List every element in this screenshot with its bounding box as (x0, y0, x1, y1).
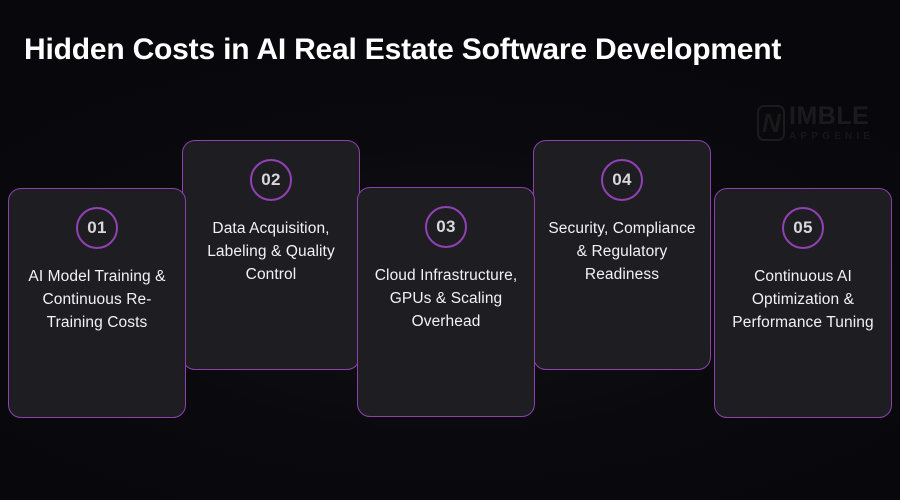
card-label: Continuous AI Optimization & Performance… (732, 268, 874, 331)
cost-card-05: 05 Continuous AI Optimization & Performa… (714, 188, 892, 418)
card-number-badge: 01 (76, 207, 118, 249)
card-label: AI Model Training & Continuous Re-Traini… (28, 268, 166, 331)
card-number-badge: 04 (601, 159, 643, 201)
logo-frame-shape (757, 105, 785, 141)
watermark-text-group: IMBLE APPGENIE (789, 101, 875, 143)
card-label: Cloud Infrastructure, GPUs & Scaling Ove… (374, 267, 518, 330)
card-number-badge: 02 (250, 159, 292, 201)
nimble-logo-icon: N (757, 103, 787, 143)
cost-card-03: 03 Cloud Infrastructure, GPUs & Scaling … (357, 187, 535, 417)
cost-card-01: 01 AI Model Training & Continuous Re-Tra… (8, 188, 186, 418)
card-number-badge: 03 (425, 206, 467, 248)
card-label: Security, Compliance & Regulatory Readin… (548, 220, 696, 283)
card-label: Data Acquisition, Labeling & Quality Con… (207, 220, 335, 283)
brand-watermark: N IMBLE APPGENIE (757, 100, 875, 146)
card-number-badge: 05 (782, 207, 824, 249)
logo-letter-n: N (762, 108, 781, 138)
cost-card-04: 04 Security, Compliance & Regulatory Rea… (533, 140, 711, 370)
page-title: Hidden Costs in AI Real Estate Software … (24, 33, 782, 66)
watermark-brand: IMBLE (789, 101, 870, 130)
watermark-tagline: APPGENIE (789, 130, 875, 142)
cost-card-02: 02 Data Acquisition, Labeling & Quality … (182, 140, 360, 370)
